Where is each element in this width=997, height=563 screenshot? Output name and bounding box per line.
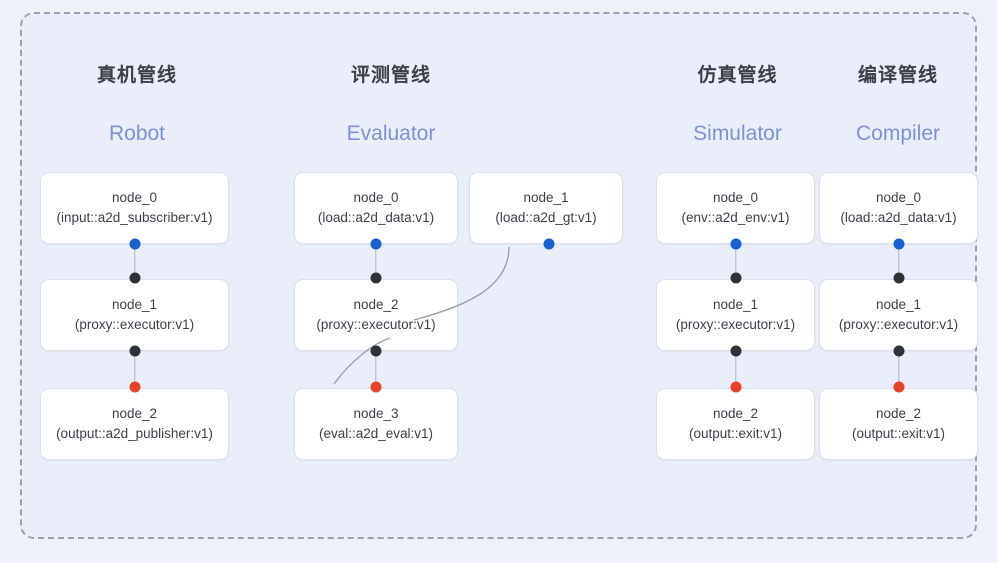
node-id-label: node_2 (353, 297, 399, 312)
column-title-en-evaluator: Evaluator (346, 122, 436, 145)
node-robot-2[interactable]: node_2 (output::a2d_publisher:v1) (40, 388, 229, 460)
node-compiler-1[interactable]: node_1 (proxy::executor:v1) (819, 279, 978, 351)
port-output-simulator-1[interactable] (730, 345, 741, 357)
node-type-label: (output::exit:v1) (688, 426, 783, 441)
pipeline-column-robot: 真机管线 Robot node_0 (input::a2d_subscriber… (20, 12, 294, 539)
pipeline-column-evaluator: 评测管线 Evaluator node_0 (load::a2d_data:v1… (294, 12, 656, 539)
node-simulator-1[interactable]: node_1 (proxy::executor:v1) (656, 279, 815, 351)
node-simulator-2[interactable]: node_2 (output::exit:v1) (656, 388, 815, 460)
port-input-simulator-2[interactable] (730, 381, 741, 393)
port-input-simulator-1[interactable] (730, 272, 741, 284)
node-id-label: node_3 (353, 406, 399, 421)
port-output-evaluator-2[interactable] (370, 345, 382, 357)
column-title-zh-simulator: 仿真管线 (697, 65, 778, 86)
port-output-evaluator-1[interactable] (543, 238, 555, 250)
node-compiler-0[interactable]: node_0 (load::a2d_data:v1) (819, 172, 978, 244)
node-evaluator-0[interactable]: node_0 (load::a2d_data:v1) (294, 172, 458, 244)
node-type-label: (proxy::executor:v1) (675, 317, 796, 332)
pipeline-column-simulator: 仿真管线 Simulator node_0 (env::a2d_env:v1) … (656, 12, 819, 539)
node-id-label: node_0 (111, 190, 158, 205)
link-robot-0-1 (133, 244, 136, 278)
port-input-compiler-2[interactable] (893, 381, 904, 393)
column-title-zh-evaluator: 评测管线 (350, 65, 431, 86)
column-title-en-robot: Robot (108, 122, 166, 145)
port-output-robot-0[interactable] (129, 238, 140, 250)
node-type-label: (output::exit:v1) (851, 426, 946, 441)
column-title-en-simulator: Simulator (693, 122, 782, 145)
port-input-robot-2[interactable] (129, 381, 140, 393)
link-evaluator-0-2 (375, 244, 377, 278)
node-id-label: node_1 (875, 297, 922, 312)
node-type-label: (input::a2d_subscriber:v1) (56, 210, 213, 225)
node-id-label: node_1 (111, 297, 158, 312)
node-type-label: (load::a2d_data:v1) (840, 210, 957, 225)
node-type-label: (proxy::executor:v1) (316, 317, 436, 332)
node-simulator-0[interactable]: node_0 (env::a2d_env:v1) (656, 172, 815, 244)
node-id-label: node_0 (712, 190, 759, 205)
port-input-evaluator-2-top[interactable] (370, 272, 382, 284)
column-title-en-compiler: Compiler (855, 122, 941, 145)
link-robot-1-2 (133, 351, 136, 387)
link-simulator-1-2 (734, 351, 737, 387)
port-input-evaluator-3[interactable] (370, 381, 382, 393)
node-type-label: (eval::a2d_eval:v1) (318, 426, 434, 441)
column-title-zh-robot: 真机管线 (96, 65, 177, 86)
link-compiler-1-2 (897, 351, 900, 387)
node-type-label: (load::a2d_gt:v1) (495, 210, 597, 225)
link-simulator-0-1 (734, 244, 737, 278)
node-evaluator-3[interactable]: node_3 (eval::a2d_eval:v1) (294, 388, 458, 460)
node-type-label: (env::a2d_env:v1) (681, 210, 790, 225)
node-type-label: (load::a2d_data:v1) (317, 210, 435, 225)
pipeline-column-compiler: 编译管线 Compiler node_0 (load::a2d_data:v1)… (819, 12, 978, 539)
node-evaluator-1[interactable]: node_1 (load::a2d_gt:v1) (469, 172, 623, 244)
port-output-compiler-1[interactable] (893, 345, 904, 357)
node-id-label: node_2 (875, 406, 922, 421)
link-compiler-0-1 (897, 244, 900, 278)
node-id-label: node_0 (875, 190, 922, 205)
port-output-evaluator-0[interactable] (370, 238, 382, 250)
port-output-compiler-0[interactable] (893, 238, 904, 250)
node-id-label: node_0 (353, 190, 399, 205)
port-output-simulator-0[interactable] (730, 238, 741, 250)
node-type-label: (proxy::executor:v1) (74, 317, 195, 332)
node-id-label: node_1 (712, 297, 759, 312)
node-robot-0[interactable]: node_0 (input::a2d_subscriber:v1) (40, 172, 229, 244)
column-title-zh-compiler: 编译管线 (857, 65, 938, 86)
port-input-robot-1[interactable] (129, 272, 140, 284)
port-input-compiler-1[interactable] (893, 272, 904, 284)
node-id-label: node_2 (712, 406, 759, 421)
node-id-label: node_1 (523, 190, 569, 205)
node-robot-1[interactable]: node_1 (proxy::executor:v1) (40, 279, 229, 351)
port-output-robot-1[interactable] (129, 345, 140, 357)
node-compiler-2[interactable]: node_2 (output::exit:v1) (819, 388, 978, 460)
node-id-label: node_2 (111, 406, 158, 421)
node-type-label: (proxy::executor:v1) (838, 317, 959, 332)
pipeline-columns: 真机管线 Robot node_0 (input::a2d_subscriber… (20, 12, 978, 539)
node-evaluator-2[interactable]: node_2 (proxy::executor:v1) (294, 279, 458, 351)
node-type-label: (output::a2d_publisher:v1) (56, 426, 213, 441)
